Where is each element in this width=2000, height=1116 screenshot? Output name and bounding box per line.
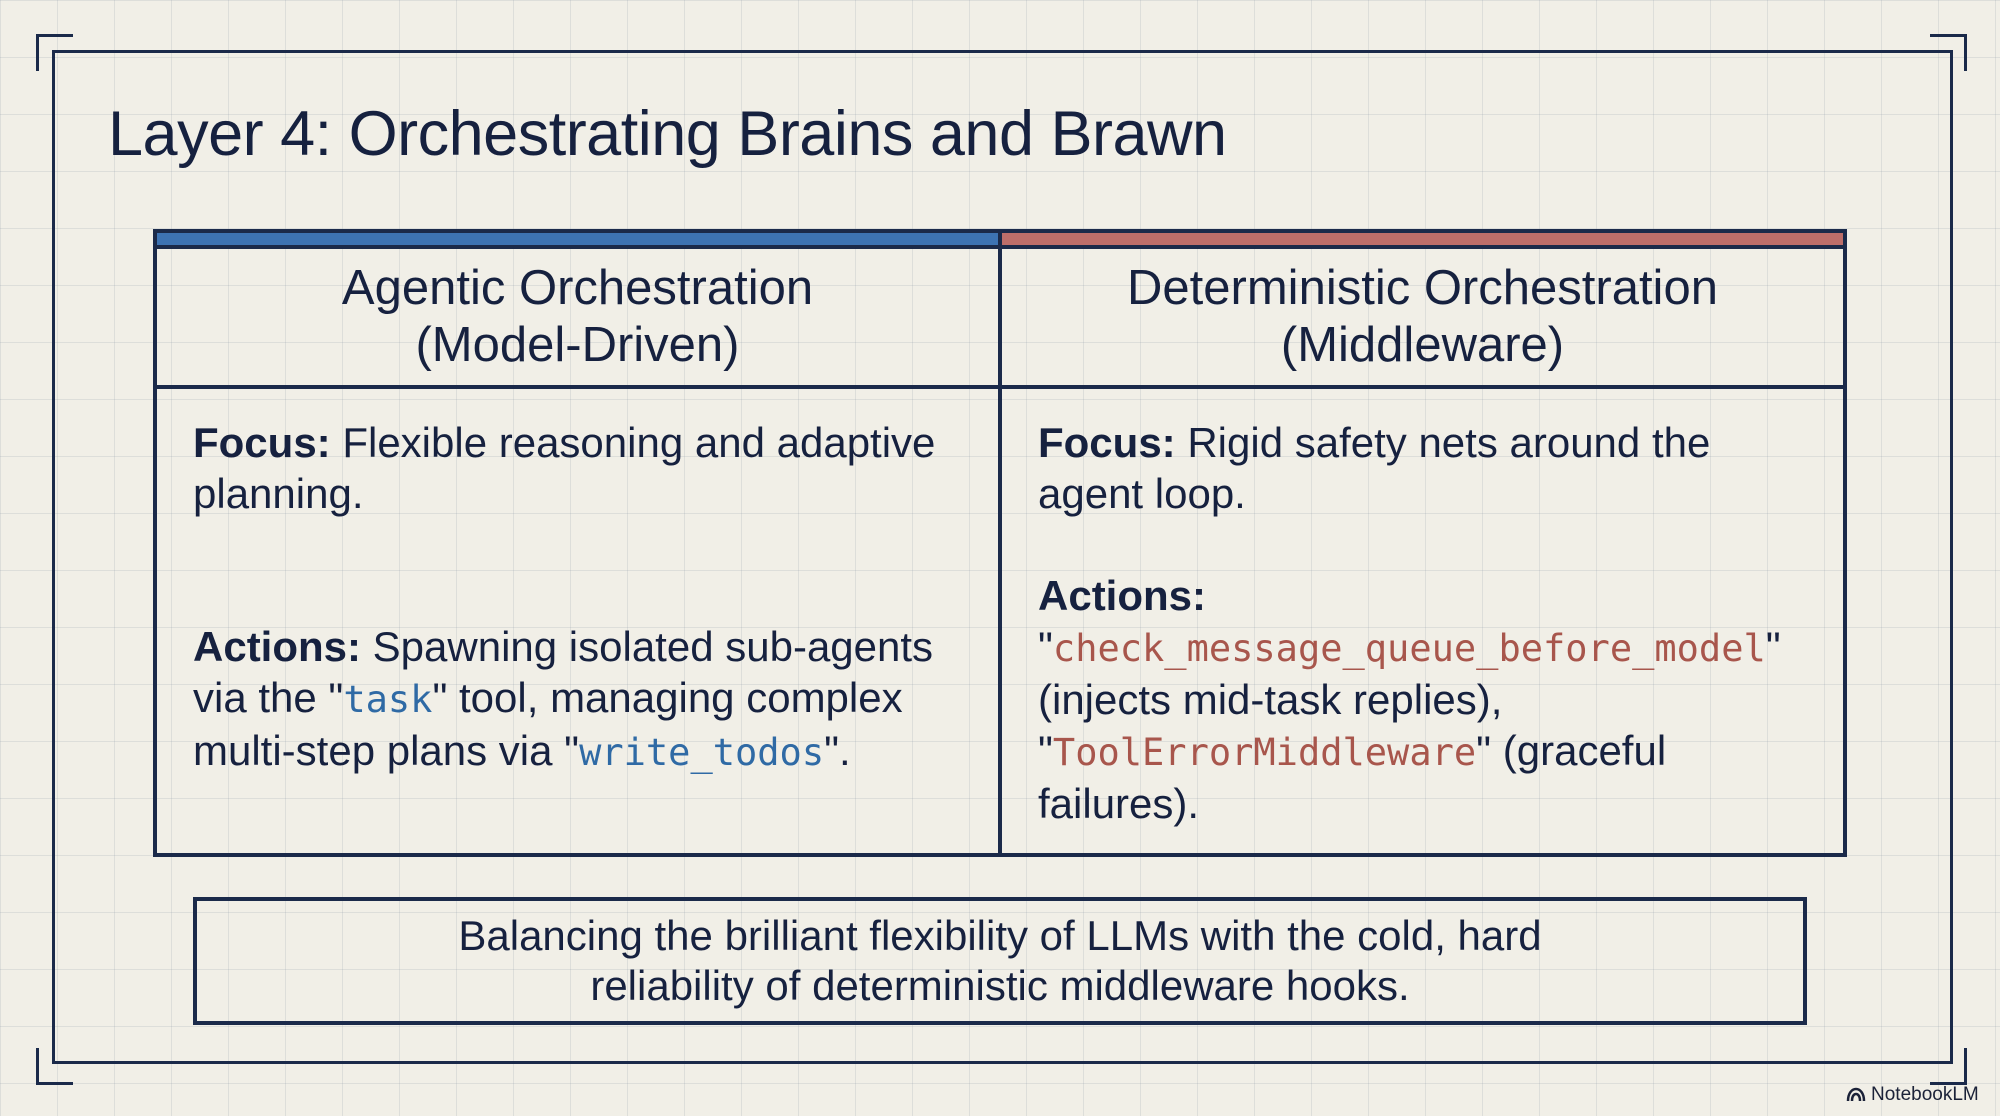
comparison-table: Agentic Orchestration (Model-Driven) Foc…	[153, 229, 1847, 857]
focus-text: Rigid safety nets around the agent loop.	[1038, 419, 1711, 517]
corner-bracket-bottom-right	[1930, 1048, 1967, 1085]
column-header: Agentic Orchestration (Model-Driven)	[157, 249, 998, 389]
column-accent-bar-red	[1002, 233, 1843, 249]
column-header: Deterministic Orchestration (Middleware)	[1002, 249, 1843, 389]
actions-label: Actions:	[1038, 572, 1206, 619]
summary-line: reliability of deterministic middleware …	[590, 962, 1410, 1009]
slide-frame	[52, 50, 1953, 1064]
focus-text: Flexible reasoning and adaptive planning…	[193, 419, 936, 517]
focus-label: Focus:	[193, 419, 331, 466]
slide-title: Layer 4: Orchestrating Brains and Brawn	[108, 99, 1227, 169]
column-header-line: Agentic Orchestration	[341, 261, 814, 315]
column-header-line: Deterministic Orchestration	[1127, 261, 1718, 315]
actions-text: "	[1038, 623, 1053, 670]
code-task: task	[343, 678, 433, 721]
focus-paragraph: Focus: Flexible reasoning and adaptive p…	[193, 417, 968, 519]
corner-bracket-top-left	[36, 34, 73, 71]
actions-paragraph: Actions: Spawning isolated sub-agents vi…	[193, 621, 968, 778]
agentic-orchestration-column: Agentic Orchestration (Model-Driven) Foc…	[157, 233, 1002, 853]
column-header-line: (Model-Driven)	[415, 318, 740, 372]
corner-bracket-bottom-left	[36, 1048, 73, 1085]
column-accent-bar-blue	[157, 233, 998, 249]
column-body: Focus: Rigid safety nets around the agen…	[1002, 389, 1843, 829]
focus-label: Focus:	[1038, 419, 1176, 466]
actions-text: ".	[824, 727, 851, 774]
actions-label: Actions:	[193, 623, 361, 670]
column-body: Focus: Flexible reasoning and adaptive p…	[157, 389, 998, 778]
notebooklm-logo-icon	[1846, 1087, 1866, 1102]
actions-paragraph: Actions:"check_message_queue_before_mode…	[1038, 570, 1813, 829]
code-write-todos: write_todos	[579, 731, 825, 774]
code-check-message-queue: check_message_queue_before_model	[1052, 627, 1766, 670]
actions-text: " (injects mid-task replies), "	[1038, 623, 1781, 774]
deterministic-orchestration-column: Deterministic Orchestration (Middleware)…	[1002, 233, 1843, 853]
actions-text: " (graceful failures).	[1038, 727, 1667, 827]
notebooklm-watermark: NotebookLM	[1846, 1084, 1979, 1106]
summary-box: Balancing the brilliant flexibility of L…	[193, 897, 1807, 1025]
actions-text: Spawning isolated sub-agents via the "	[193, 623, 934, 721]
focus-paragraph: Focus: Rigid safety nets around the agen…	[1038, 417, 1813, 519]
summary-line: Balancing the brilliant flexibility of L…	[458, 912, 1542, 959]
actions-text: " tool, managing complex multi-step plan…	[193, 674, 903, 774]
code-tool-error-middleware: ToolErrorMiddleware	[1052, 731, 1477, 774]
brand-label: NotebookLM	[1871, 1084, 1979, 1105]
corner-bracket-top-right	[1930, 34, 1967, 71]
column-header-line: (Middleware)	[1280, 318, 1565, 372]
